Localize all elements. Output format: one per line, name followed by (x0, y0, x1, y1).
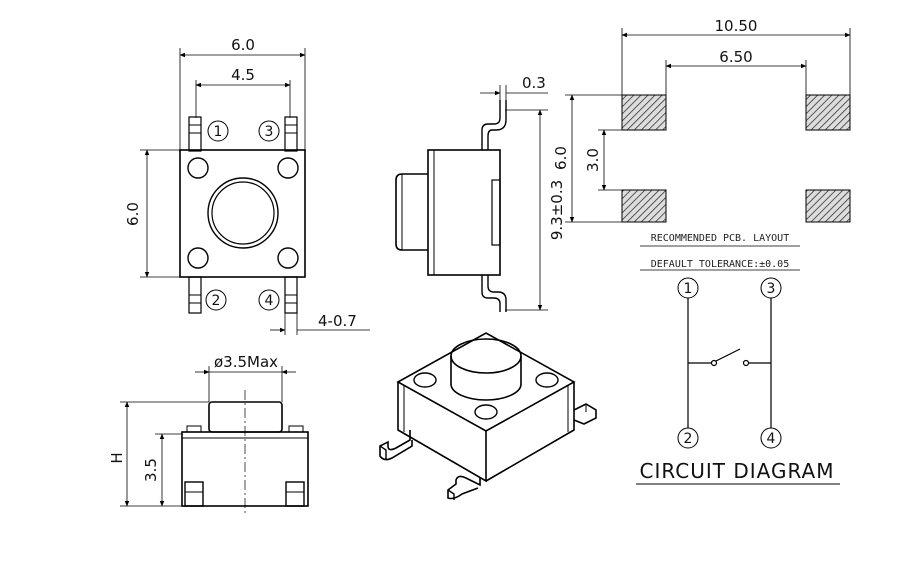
circuit-pin-1: 1 (684, 281, 693, 297)
circuit-diagram: 1 3 2 4 CIRCUIT DIAGRAM (636, 277, 840, 485)
circuit-diagram-title: CIRCUIT DIAGRAM (640, 459, 835, 483)
dim-pcb-inner: 6.50 (719, 48, 752, 66)
top-view: 6.0 4.5 6.0 1 3 (124, 36, 370, 335)
circuit-pin-4: 4 (767, 431, 776, 447)
pin-label-4: 4 (265, 293, 274, 309)
dim-pcb-height: 6.0 (552, 146, 570, 170)
pin-label-2: 2 (212, 293, 221, 309)
dim-top-width-outer: 6.0 (231, 36, 255, 54)
dim-front-body: 3.5 (142, 458, 160, 482)
dim-pcb-total: 10.50 (715, 17, 758, 35)
isometric-view (379, 332, 597, 500)
pcb-layout: 10.50 6.50 6.0 3.0 RECOMMENDED PCB. LAYO… (552, 17, 851, 271)
pin-label-1: 1 (214, 124, 223, 140)
dim-front-h: H (108, 452, 126, 463)
dim-top-width-inner: 4.5 (231, 66, 255, 84)
dim-pin-width: 4-0.7 (318, 312, 357, 330)
dim-side-height: 9.3±0.3 (548, 180, 566, 240)
dim-pcb-gap: 3.0 (584, 148, 602, 172)
dim-side-thickness: 0.3 (522, 74, 546, 92)
dim-front-diameter: ø3.5Max (214, 353, 278, 371)
pcb-tolerance-note: DEFAULT TOLERANCE:±0.05 (651, 259, 789, 270)
circuit-pin-2: 2 (684, 431, 693, 447)
dim-top-height: 6.0 (124, 202, 142, 226)
pin-label-3: 3 (265, 124, 274, 140)
circuit-pin-3: 3 (767, 281, 776, 297)
pcb-layout-title: RECOMMENDED PCB. LAYOUT (651, 233, 789, 244)
side-view: 0.3 9.3±0.3 (395, 74, 566, 312)
front-view: ø3.5Max H 3.5 (108, 353, 309, 515)
